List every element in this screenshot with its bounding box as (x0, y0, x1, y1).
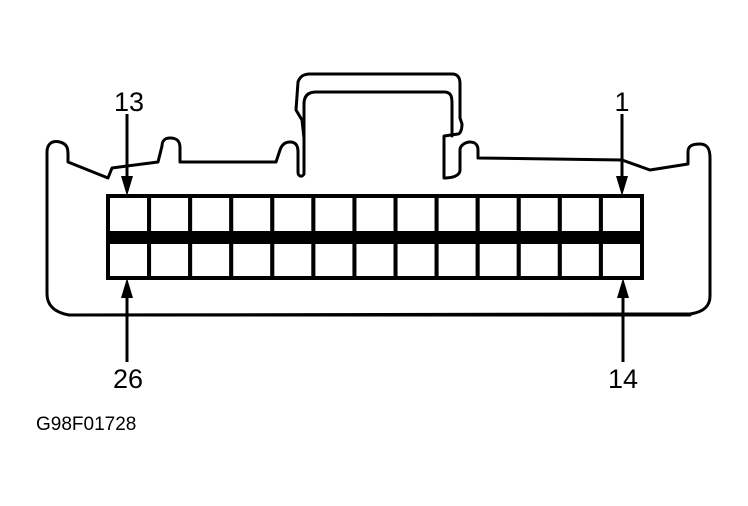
pin-cavity-top (393, 194, 439, 235)
connector-housing (45, 72, 712, 317)
pin-label-1: 1 (614, 87, 629, 117)
pin-cavity-bottom (106, 240, 152, 280)
pin-cavity-bottom (188, 240, 234, 280)
locking-tab-inner (302, 90, 454, 140)
pin-label-26: 26 (113, 364, 143, 394)
pin-cavity-top (270, 194, 316, 235)
arrow-pin-13 (121, 114, 133, 196)
pin-cavity-top (311, 194, 357, 235)
pin-cavity-bottom (229, 240, 275, 280)
pin-cavity-top (188, 194, 234, 235)
figure-id: G98F01728 (36, 414, 136, 435)
pin-cavity-top (598, 194, 645, 235)
pin-cavity-bottom (147, 240, 193, 280)
pin-cavity-bottom (516, 240, 562, 280)
pin-cavity-bottom (270, 240, 316, 280)
pin-label-13: 13 (114, 87, 144, 117)
pin-cavity-bottom (352, 240, 398, 280)
row-divider (108, 233, 642, 242)
pin-cavity-top (352, 194, 398, 235)
pin-cavity-bottom (557, 240, 603, 280)
pin-cavity-top (106, 194, 152, 235)
pin-cavity-bottom (311, 240, 357, 280)
pin-cavity-block (106, 194, 645, 280)
arrow-pin-1 (616, 114, 628, 196)
arrow-pin-14 (617, 278, 629, 362)
arrow-pin-26 (121, 278, 133, 362)
pin-cavity-bottom (393, 240, 439, 280)
arrows (121, 114, 629, 362)
pin-cavity-top (229, 194, 275, 235)
pin-cavity-bottom (598, 240, 645, 280)
pin-cavity-top (557, 194, 603, 235)
pin-cavity-bottom (434, 240, 480, 280)
pin-cavity-bottom (475, 240, 521, 280)
pin-cavity-top (434, 194, 480, 235)
pin-cavity-top (516, 194, 562, 235)
pin-cavity-top (147, 194, 193, 235)
pin-cavity-top (475, 194, 521, 235)
housing-outline (45, 72, 712, 317)
pin-label-14: 14 (608, 364, 638, 394)
